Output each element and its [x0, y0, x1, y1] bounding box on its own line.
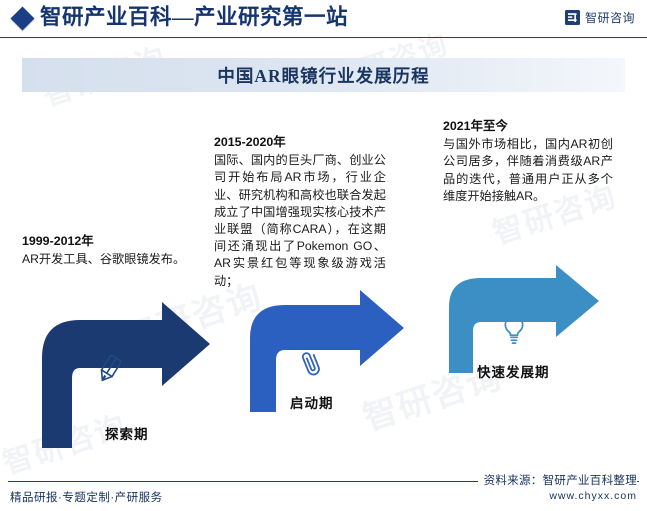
timeline-arrow-3: [443, 263, 603, 373]
footer-services: 精品研报·专题定制·产研服务: [10, 492, 163, 504]
stage-label-2: 启动期: [290, 396, 334, 411]
footer-source: 资料来源：智研产业百科整理: [477, 472, 637, 488]
timeline-period-3: 2021年至今: [443, 119, 508, 133]
diamond-icon: [10, 6, 35, 31]
page-header: 智研产业百科—产业研究第一站 智研咨询: [0, 0, 647, 38]
timeline-text-1: 1999-2012年 AR开发工具、谷歌眼镜发布。: [22, 233, 192, 268]
pencil-icon: [95, 353, 125, 390]
timeline-description-1: AR开发工具、谷歌眼镜发布。: [22, 252, 186, 267]
timeline-period-2: 2015-2020年: [214, 135, 286, 149]
timeline-description-3: 与国外市场相比，国内AR初创公司居多，伴随着消费级AR产品的迭代，普通用户正从多…: [443, 137, 613, 203]
paperclip-icon: [297, 348, 325, 383]
lightbulb-icon: [500, 313, 528, 352]
chart-title-banner: 中国AR眼镜行业发展历程: [22, 58, 625, 92]
timeline-arrow-1: [34, 300, 214, 448]
footer-divider: [8, 481, 639, 482]
timeline-text-2: 2015-2020年 国际、国内的巨头厂商、创业公司开始布局AR市场，行业企业、…: [214, 134, 386, 290]
timeline-text-3: 2021年至今 与国外市场相比，国内AR初创公司居多，伴随着消费级AR产品的迭代…: [443, 118, 613, 205]
stage-label-3: 快速发展期: [477, 365, 550, 380]
timeline-description-2: 国际、国内的巨头厂商、创业公司开始布局AR市场，行业企业、研究机构和高校也联合发…: [214, 153, 386, 288]
arrow-shape-1: [42, 302, 210, 448]
header-brand-group[interactable]: 智研咨询: [564, 9, 635, 26]
zhiyan-logo-icon: [564, 10, 580, 25]
page-footer: 精品研报·专题定制·产研服务 资料来源：智研产业百科整理 www.chyxx.c…: [0, 469, 647, 511]
arrow-shape-2: [250, 290, 404, 412]
page-title: 智研产业百科—产业研究第一站: [40, 5, 349, 29]
arrow-shape-3: [449, 265, 599, 373]
chart-title: 中国AR眼镜行业发展历程: [217, 65, 430, 86]
header-left-group: 智研产业百科—产业研究第一站: [10, 3, 349, 31]
brand-name: 智研咨询: [584, 11, 635, 25]
timeline-arrow-2: [243, 288, 408, 412]
stage-label-1: 探索期: [105, 427, 149, 442]
timeline-period-1: 1999-2012年: [22, 234, 94, 248]
footer-url[interactable]: www.chyxx.com: [549, 490, 637, 502]
